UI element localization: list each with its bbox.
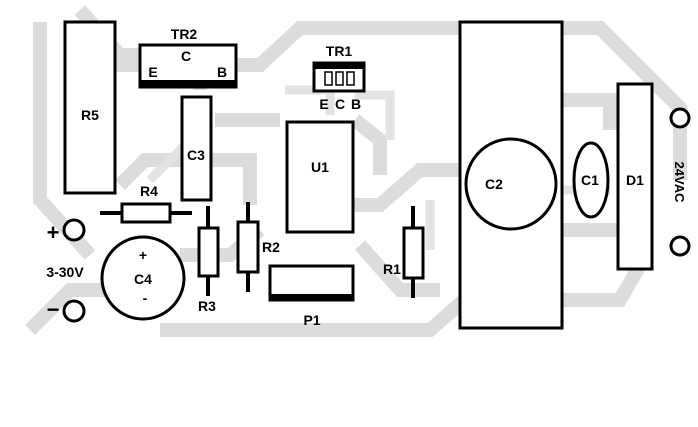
c4-label: C4 bbox=[134, 271, 152, 287]
tr1-pin-c: C bbox=[335, 96, 345, 112]
terminal-minus: − bbox=[47, 297, 86, 323]
terminal-ac-bottom bbox=[669, 235, 691, 257]
tr2-label: TR2 bbox=[171, 26, 198, 42]
p1-label: P1 bbox=[303, 312, 320, 328]
plus-sign: + bbox=[47, 220, 60, 245]
r3-label: R3 bbox=[198, 298, 216, 314]
resistor-r1: R1 bbox=[383, 206, 425, 298]
capacitor-c3: C3 bbox=[180, 95, 213, 202]
d1-label: D1 bbox=[626, 172, 644, 188]
tr2-pin-e: E bbox=[148, 64, 157, 80]
tr1-pin-e: E bbox=[319, 96, 328, 112]
c3-label: C3 bbox=[187, 147, 205, 163]
capacitor-c2: C2 bbox=[458, 20, 564, 330]
potentiometer-p1: P1 bbox=[268, 264, 355, 328]
diode-d1: D1 bbox=[616, 82, 654, 271]
tr2-pin-b: B bbox=[217, 64, 227, 80]
capacitor-c4: + C4 - bbox=[100, 235, 186, 321]
resistor-r4: R4 bbox=[100, 183, 192, 224]
transistor-tr2: TR2 C E B bbox=[138, 26, 238, 89]
c4-minus: - bbox=[143, 290, 148, 306]
capacitor-c1: C1 bbox=[572, 141, 610, 219]
terminal-plus: + bbox=[47, 218, 86, 245]
tr2-pin-c: C bbox=[181, 48, 191, 64]
c1-label: C1 bbox=[581, 172, 599, 188]
c4-plus: + bbox=[139, 247, 147, 263]
ic-u1: U1 bbox=[285, 120, 355, 234]
r4-label: R4 bbox=[140, 183, 158, 199]
terminal-ac-top bbox=[669, 107, 691, 129]
r2-label: R2 bbox=[262, 239, 280, 255]
minus-sign: − bbox=[47, 297, 60, 322]
tr1-label: TR1 bbox=[326, 43, 353, 59]
u1-label: U1 bbox=[311, 159, 329, 175]
tr1-pin-b: B bbox=[351, 96, 361, 112]
input-voltage-label: 24VAC bbox=[672, 162, 687, 204]
resistor-r3: R3 bbox=[197, 206, 220, 314]
transistor-tr1: TR1 E C B bbox=[312, 43, 366, 112]
resistor-r2: R2 bbox=[236, 202, 280, 292]
c2-label: C2 bbox=[485, 176, 503, 192]
r1-label: R1 bbox=[383, 261, 401, 277]
r5-label: R5 bbox=[81, 107, 99, 123]
output-voltage-label: 3-30V bbox=[46, 264, 84, 280]
resistor-r5: R5 bbox=[63, 20, 117, 195]
